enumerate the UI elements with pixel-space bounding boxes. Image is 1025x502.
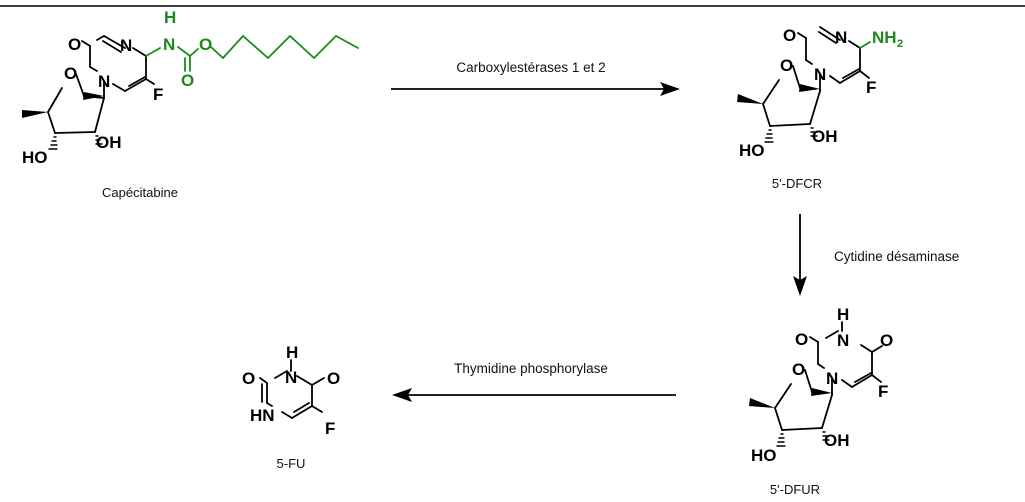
fu-atom-F: F xyxy=(325,419,335,438)
dfur-atom-N1: N xyxy=(826,369,838,388)
cap-atom-NH-N: N xyxy=(163,35,175,54)
dfur-atom-H: H xyxy=(837,305,849,324)
cap-atom-O-sugar: O xyxy=(64,64,77,83)
arrow-label-carboxylesterases: Carboxylestérases 1 et 2 xyxy=(456,60,605,75)
dfur-atom-OH: OH xyxy=(824,431,850,450)
arrow-carboxylesterases xyxy=(391,82,680,96)
dfcr-amine xyxy=(859,41,871,49)
arrow-cytidine-deaminase xyxy=(793,214,807,296)
fu-atom-O-keto: O xyxy=(327,369,340,388)
dfur-atom-HO: HO xyxy=(751,446,777,465)
dfur-atom-F: F xyxy=(878,382,888,401)
cap-atom-O-carbonyl: O xyxy=(68,35,81,54)
cap-atom-OH: OH xyxy=(96,133,122,152)
arrow-label-thymidine-phosphorylase: Thymidine phosphorylase xyxy=(454,361,608,376)
dfcr-atom-HO: HO xyxy=(739,141,765,160)
dfur-atom-O-keto: O xyxy=(880,331,893,350)
dfur-atom-O-carbonyl: O xyxy=(795,330,808,349)
molecule-dfcr xyxy=(737,26,870,143)
dfur-atom-O-sugar: O xyxy=(792,360,805,379)
fu-atom-N3: N xyxy=(285,368,297,387)
carbamate-side-chain xyxy=(145,35,359,72)
dfcr-atom-N3: N xyxy=(835,28,847,47)
molecule-5fu xyxy=(259,359,325,419)
molecule-capecitabine xyxy=(22,35,155,150)
dfcr-atom-O-carbonyl: O xyxy=(783,26,796,45)
arrow-thymidine-phosphorylase xyxy=(392,388,676,402)
fu-atom-O-carbonyl: O xyxy=(242,369,255,388)
dfcr-atom-F: F xyxy=(866,78,876,97)
dfcr-atom-N1: N xyxy=(814,65,826,84)
fu-atom-HN: HN xyxy=(250,406,275,425)
dfcr-atom-NH2-subscript: 2 xyxy=(897,38,903,50)
capecitabine-atoms: O N N F O HO OH N H O O xyxy=(22,8,212,167)
fu-name: 5-FU xyxy=(277,456,306,471)
cap-atom-N3: N xyxy=(120,36,132,55)
cap-atom-HO: HO xyxy=(22,148,48,167)
capecitabine-name: Capécitabine xyxy=(102,185,178,200)
dfur-atom-N3: N xyxy=(837,331,849,350)
cap-atom-F: F xyxy=(153,85,163,104)
cap-atom-O-ester: O xyxy=(199,35,212,54)
dfur-name: 5'-DFUR xyxy=(770,482,820,497)
dfcr-atom-O-sugar: O xyxy=(780,56,793,75)
fu-atom-H: H xyxy=(286,343,298,362)
arrow-label-cytidine-deaminase: Cytidine désaminase xyxy=(834,249,959,264)
dfcr-atom-NH2: NH xyxy=(872,28,897,47)
dfcr-atoms: O N N F O HO OH NH 2 xyxy=(739,26,903,160)
dfcr-name: 5'-DFCR xyxy=(772,176,822,191)
dfur-atoms: O N H O N F O HO OH xyxy=(751,305,893,465)
molecule-dfur xyxy=(749,321,883,447)
cap-atom-NH-H: H xyxy=(164,8,176,27)
cap-atom-O-carbonyl-carbamate: O xyxy=(181,71,194,90)
dfcr-atom-OH: OH xyxy=(812,127,838,146)
fu-atoms: O N H O HN F xyxy=(242,343,340,438)
cap-atom-N1: N xyxy=(98,72,110,91)
